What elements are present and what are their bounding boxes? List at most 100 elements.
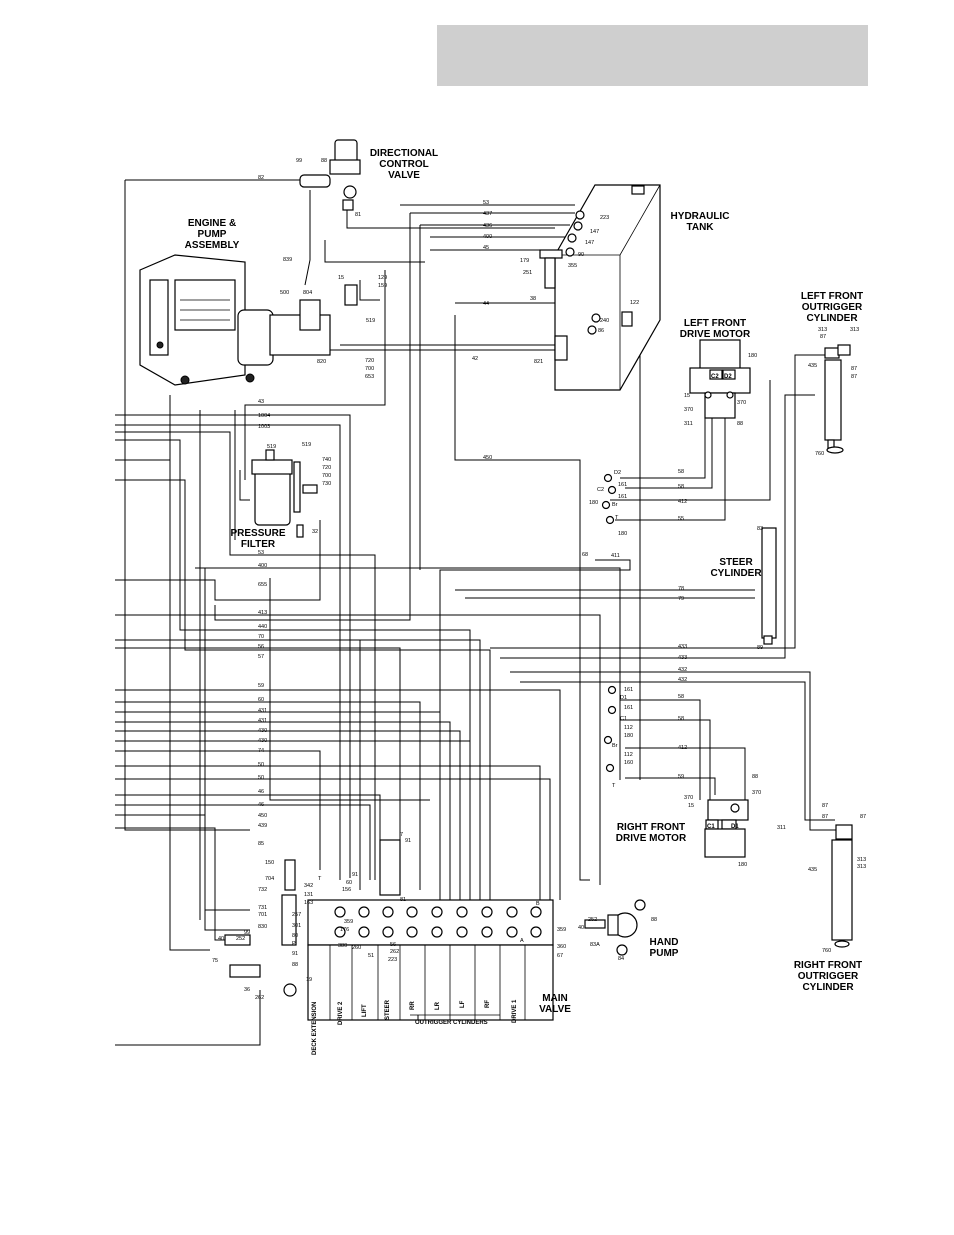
callout: 88 — [651, 917, 657, 923]
callout: 301 — [292, 923, 301, 929]
callout: 653 — [365, 374, 374, 380]
callout: 313 — [857, 864, 866, 870]
title-rf-motor-1: RIGHT FRONT — [617, 822, 685, 833]
callout: A — [520, 938, 524, 944]
callout: 68 — [582, 552, 588, 558]
callout: 86 — [598, 328, 604, 334]
callout: 311 — [777, 825, 786, 831]
section-rf: RF — [485, 1000, 491, 1008]
main-valve-section-labels: DECK EXTENSION DRIVE 2 LIFT STEER RR LR … — [312, 999, 518, 1055]
callout: 88 — [752, 774, 758, 780]
callout: 500 — [280, 290, 289, 296]
callout: 342 — [304, 883, 313, 889]
lf-motor-d2: D2 — [724, 374, 732, 380]
callout: 99 — [244, 930, 250, 936]
callout: B — [536, 901, 540, 907]
callout: 75 — [212, 958, 218, 964]
callout: 262 — [255, 995, 264, 1001]
callout: 89 — [757, 645, 763, 651]
hose-label: 44 — [483, 301, 489, 307]
hose-label: 433 — [678, 644, 687, 650]
callout: 519 — [366, 318, 375, 324]
right-front-outrigger-cylinder — [831, 824, 853, 948]
callout: 91 — [352, 872, 358, 878]
callout: 240 — [600, 318, 609, 324]
callout: 720 — [322, 465, 331, 471]
callout: 830 — [258, 924, 267, 930]
callout: 19 — [306, 977, 312, 983]
callout: P — [292, 941, 296, 947]
hose-label: 57 — [258, 654, 264, 660]
callout: 262 — [390, 949, 399, 955]
directional-control-valve — [299, 139, 361, 211]
callout: D1 — [620, 695, 627, 701]
hand-pump — [584, 899, 646, 956]
rf-motor-d1: D1 — [731, 824, 739, 830]
title-lf-outrigger-3: CYLINDER — [806, 313, 858, 324]
component-titles: DIRECTIONAL CONTROL VALVE ENGINE & PUMP … — [185, 148, 863, 1015]
hose-label: 436 — [483, 223, 492, 229]
callout: T — [318, 876, 322, 882]
callout: 370 — [684, 407, 693, 413]
callout: 60 — [346, 880, 352, 886]
hose-label: 74 — [258, 748, 264, 754]
right-hoses — [439, 350, 840, 890]
callout: 161 — [624, 687, 633, 693]
callout: 804 — [303, 290, 312, 296]
callout: 67 — [557, 953, 563, 959]
callout: 150 — [265, 860, 274, 866]
title-engine-2: PUMP — [198, 229, 227, 240]
callout: 704 — [265, 876, 274, 882]
title-tank-2: TANK — [686, 222, 714, 233]
hose-label: 412 — [678, 499, 687, 505]
callout: 179 — [520, 258, 529, 264]
title-dcv-2: CONTROL — [379, 159, 428, 170]
title-dcv-3: VALVE — [388, 170, 420, 181]
callout: Br — [612, 502, 618, 508]
section-rr: RR — [410, 1001, 416, 1010]
callout: 83A — [590, 942, 600, 948]
callout: 160 — [624, 760, 633, 766]
section-lf: LF — [460, 1000, 466, 1008]
pressure-filter — [239, 449, 318, 538]
callout: 260 — [352, 945, 361, 951]
callout: 163 — [304, 900, 313, 906]
title-lf-motor-1: LEFT FRONT — [684, 318, 746, 329]
callout: 180 — [738, 862, 747, 868]
hose-label: 58 — [678, 694, 684, 700]
hose-label: 430 — [258, 728, 267, 734]
callout: 32 — [312, 529, 318, 535]
hose-label: 56 — [258, 644, 264, 650]
callout: 87 — [851, 366, 857, 372]
callout: 88 — [292, 962, 298, 968]
hose-label: 79 — [678, 596, 684, 602]
callout: 159 — [378, 283, 387, 289]
callout: 91 — [405, 838, 411, 844]
title-rf-motor-2: DRIVE MOTOR — [616, 833, 687, 844]
hose-label: 42 — [472, 356, 478, 362]
callout: 99 — [296, 158, 302, 164]
hose-label: 58 — [678, 716, 684, 722]
hose-label: 60 — [258, 697, 264, 703]
callout: D2 — [614, 470, 621, 476]
title-engine-1: ENGINE & — [188, 218, 236, 229]
callout: 56 — [390, 942, 396, 948]
callout: 720 — [365, 358, 374, 364]
callout: 87 — [822, 803, 828, 809]
callout: 38 — [530, 296, 536, 302]
callout: C1 — [620, 716, 627, 722]
title-lf-outrigger-2: OUTRIGGER — [802, 302, 863, 313]
callout: 355 — [568, 263, 577, 269]
rf-motor-c1: C1 — [707, 824, 715, 830]
hose-label: 46 — [258, 802, 264, 808]
steer-cylinder — [761, 527, 777, 645]
callout: 36 — [244, 987, 250, 993]
callout: 435 — [808, 867, 817, 873]
callout: 81 — [400, 897, 406, 903]
hose-label: 50 — [258, 775, 264, 781]
callout: 129 — [378, 275, 387, 281]
port-fittings — [601, 473, 617, 773]
title-engine-3: ASSEMBLY — [185, 240, 240, 251]
hose-labels-left: 43 1004 1003 53 400 655 413 440 70 56 57… — [258, 399, 270, 847]
